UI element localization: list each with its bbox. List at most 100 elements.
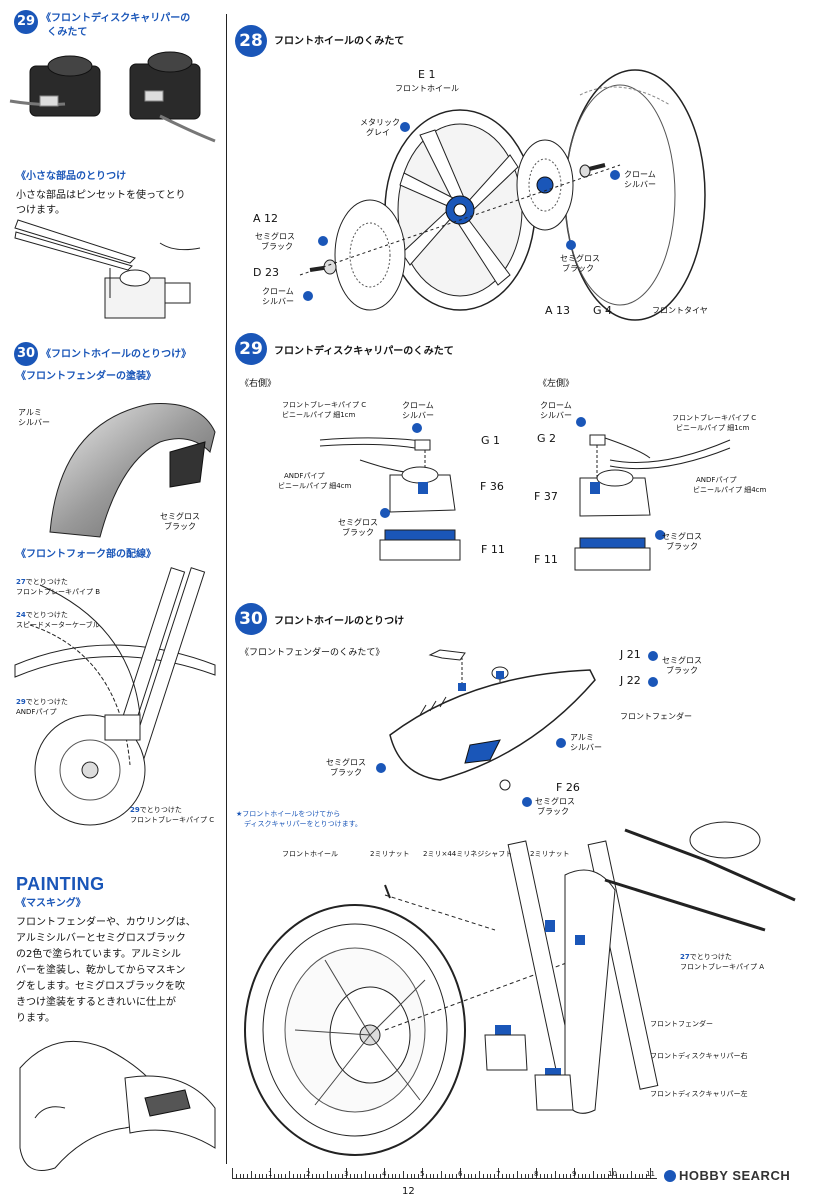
step30-left-title: 《フロントホイールのとりつけ》 <box>41 349 192 360</box>
ruler-tick <box>361 1174 363 1178</box>
watermark: HOBBY SEARCH <box>664 1168 790 1183</box>
ruler-tick <box>277 1174 279 1178</box>
step29-left-title-1: 《フロントディスクキャリパーの <box>41 13 191 24</box>
ruler-tick <box>243 1174 245 1178</box>
ruler-tick <box>574 1168 575 1178</box>
ruler-tick <box>520 1174 522 1178</box>
asm-brake-a-2: フロントブレーキパイプ A <box>680 963 765 971</box>
small-parts-heading: 《小さな部品のとりつけ <box>16 171 127 182</box>
label-chrome-r-2: シルバー <box>402 411 434 420</box>
ruler-tick <box>532 1174 534 1178</box>
asm-front-wheel: フロントホイール <box>282 850 338 858</box>
step30-note-1: ★フロントホイールをつけてから <box>236 810 341 818</box>
ruler-tick <box>308 1168 309 1178</box>
ruler-tick <box>300 1174 302 1178</box>
step-badge-29-left: 29 <box>14 10 38 34</box>
label-g4: G 4 <box>593 304 613 317</box>
label-semi-r-1: セミグロス <box>338 518 378 527</box>
ruler-tick <box>547 1174 549 1178</box>
label-semi-2: ブラック <box>261 242 293 251</box>
ruler-tick <box>604 1174 606 1178</box>
ruler-tick <box>399 1174 401 1178</box>
ruler-tick <box>528 1174 530 1178</box>
label-semi-r-2: ブラック <box>342 528 374 537</box>
asm-nut2-b: 2ミリナット <box>530 850 570 858</box>
label-f36: F 36 <box>480 480 504 493</box>
asm-fender: フロントフェンダー <box>650 1020 713 1028</box>
ruler-tick <box>414 1174 416 1178</box>
painting-body-3: の2色で塗られています。アルミシル <box>16 949 181 960</box>
ruler-tick <box>273 1174 275 1178</box>
painting-body-4: バーを塗装し、乾かしてからマスキン <box>16 965 186 976</box>
painting-body-2: アルミシルバーとセミグロスブラック <box>16 933 186 944</box>
ruler-tick <box>232 1168 233 1178</box>
ruler-tick <box>353 1174 355 1178</box>
ruler-tick <box>330 1174 332 1178</box>
fork-note3-b: ANDFパイプ <box>16 708 57 716</box>
label-fender: フロントフェンダー <box>620 712 692 721</box>
ruler-tick <box>247 1174 249 1178</box>
ruler-tick <box>456 1174 458 1178</box>
ruler-tick <box>600 1174 602 1178</box>
painting-sub: 《マスキング》 <box>16 898 86 909</box>
ruler-tick <box>623 1174 625 1178</box>
ruler-tick <box>258 1174 260 1178</box>
ruler-label-2: 2 <box>306 1170 311 1178</box>
painting-body-5: グをします。セミグロスブラックを吹 <box>16 981 185 992</box>
ruler-tick <box>311 1174 313 1178</box>
paint-dot-chrome-g2 <box>576 417 586 427</box>
ruler-tick <box>346 1168 347 1178</box>
ruler-tick <box>490 1174 492 1178</box>
label-chrome-1: クローム <box>624 170 656 179</box>
caliper-photos <box>9 51 216 143</box>
ruler-tick <box>638 1174 640 1178</box>
ruler-tick <box>585 1174 587 1178</box>
label-alu-1: アルミ <box>570 733 594 742</box>
paint-dot-metallic <box>400 122 410 132</box>
ruler-tick <box>285 1174 287 1178</box>
ruler-label-9: 9 <box>572 1170 577 1178</box>
small-parts-body-2: つけます。 <box>16 205 65 216</box>
ruler-tick <box>558 1174 560 1178</box>
label-j21: J 21 <box>620 648 641 661</box>
watermark-icon <box>664 1169 676 1182</box>
label-a12: A 12 <box>253 212 279 225</box>
ruler-tick <box>634 1174 636 1178</box>
ruler-tick <box>342 1174 344 1178</box>
ruler <box>232 1160 657 1179</box>
label-metallic-1: メタリック <box>360 118 400 127</box>
label-a13: A 13 <box>545 304 571 317</box>
label-f11-l: F 11 <box>534 553 558 566</box>
label-semi-l-2: ブラック <box>666 542 698 551</box>
ruler-tick <box>349 1174 351 1178</box>
ruler-tick <box>372 1174 374 1178</box>
ruler-label-3: 3 <box>344 1170 349 1178</box>
ruler-tick <box>266 1174 268 1178</box>
label-chrome-r-1: クローム <box>402 401 434 410</box>
label-andf-l-sub: ビニールパイプ 細4cm <box>693 486 767 494</box>
ruler-tick <box>327 1171 328 1178</box>
ruler-tick <box>467 1174 469 1178</box>
label-pipe-c-l: フロントブレーキパイプ C <box>672 414 757 422</box>
painting-body-1: フロントフェンダーや、カウリングは、 <box>16 917 196 928</box>
label-e1: E 1 <box>418 68 436 81</box>
label-chrome-2: シルバー <box>624 180 656 189</box>
paint-dot-semi-a12 <box>318 236 328 246</box>
step-badge-30: 30 <box>235 603 267 635</box>
ruler-tick <box>646 1174 648 1178</box>
painting-body-7: ります。 <box>16 1013 55 1024</box>
label-g2: G 2 <box>537 432 557 445</box>
ruler-tick <box>501 1174 503 1178</box>
label-chrome-l-2: シルバー <box>540 411 572 420</box>
step30-left-sub: 《フロントフェンダーの塗装》 <box>16 371 156 382</box>
ruler-tick <box>425 1174 427 1178</box>
paint-dot-semi-a13 <box>566 240 576 250</box>
label-semi-j-2: ブラック <box>666 666 698 675</box>
fork-wiring-illustration <box>14 567 216 826</box>
ruler-tick <box>615 1174 617 1178</box>
ruler-tick <box>441 1171 442 1178</box>
step-badge-28: 28 <box>235 25 267 57</box>
label-e1-name: フロントホイール <box>395 84 459 93</box>
tweezers-illustration <box>14 219 201 319</box>
fork-heading: 《フロントフォーク部の配線》 <box>16 549 156 560</box>
